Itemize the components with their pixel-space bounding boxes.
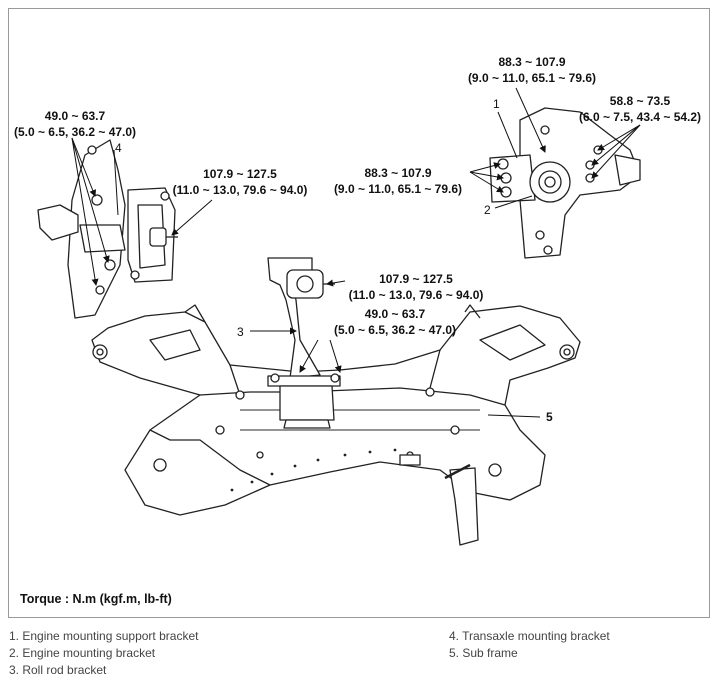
sub-frame bbox=[91, 304, 581, 546]
sub-frame-holes bbox=[230, 448, 397, 492]
legend-item-4: 4. Transaxle mounting bracket bbox=[449, 629, 610, 643]
callout-numbers: 1 2 3 4 5 bbox=[115, 97, 553, 424]
callout-5: 5 bbox=[546, 410, 553, 424]
callout-3: 3 bbox=[237, 325, 244, 339]
legend-item-5: 5. Sub frame bbox=[449, 646, 518, 660]
torque-label-roll-low-b: (5.0 ~ 6.5, 36.2 ~ 47.0) bbox=[334, 323, 456, 337]
callout-4: 4 bbox=[115, 141, 122, 155]
torque-label-top-right-a: 88.3 ~ 107.9 bbox=[498, 55, 565, 69]
legend-left: 1. Engine mounting support bracket 2. En… bbox=[9, 628, 198, 679]
leader-lines bbox=[71, 87, 641, 418]
torque-label-roll-a: 107.9 ~ 127.5 bbox=[379, 272, 453, 286]
engine-mounting-brackets bbox=[489, 107, 641, 259]
legend-item-3: 3. Roll rod bracket bbox=[9, 663, 107, 677]
torque-label-mid-a: 88.3 ~ 107.9 bbox=[364, 166, 431, 180]
torque-label-left-mid-a: 107.9 ~ 127.5 bbox=[203, 167, 277, 181]
torque-label-right-a: 58.8 ~ 73.5 bbox=[610, 94, 671, 108]
callout-2: 2 bbox=[484, 203, 491, 217]
torque-label-right-b: (6.0 ~ 7.5, 43.4 ~ 54.2) bbox=[579, 110, 701, 124]
legend-item-2: 2. Engine mounting bracket bbox=[9, 646, 156, 660]
torque-label-roll-b: (11.0 ~ 13.0, 79.6 ~ 94.0) bbox=[349, 288, 484, 302]
torque-label-left-a: 49.0 ~ 63.7 bbox=[45, 109, 106, 123]
transaxle-mounting-bracket bbox=[37, 139, 178, 319]
roll-rod-bracket bbox=[267, 257, 341, 429]
torque-unit-note: Torque : N.m (kgf.m, lb-ft) bbox=[20, 592, 172, 606]
torque-label-top-right-b: (9.0 ~ 11.0, 65.1 ~ 79.6) bbox=[468, 71, 596, 85]
callout-1: 1 bbox=[493, 97, 500, 111]
torque-label-roll-low-a: 49.0 ~ 63.7 bbox=[365, 307, 426, 321]
torque-label-mid-b: (9.0 ~ 11.0, 65.1 ~ 79.6) bbox=[334, 182, 462, 196]
legend-right: 4. Transaxle mounting bracket 5. Sub fra… bbox=[449, 628, 610, 662]
torque-label-left-mid-b: (11.0 ~ 13.0, 79.6 ~ 94.0) bbox=[173, 183, 308, 197]
legend-item-1: 1. Engine mounting support bracket bbox=[9, 629, 199, 643]
diagram-frame bbox=[8, 8, 710, 618]
torque-label-left-b: (5.0 ~ 6.5, 36.2 ~ 47.0) bbox=[14, 125, 136, 139]
torque-labels: 88.3 ~ 107.9 (9.0 ~ 11.0, 65.1 ~ 79.6) 5… bbox=[14, 55, 701, 337]
